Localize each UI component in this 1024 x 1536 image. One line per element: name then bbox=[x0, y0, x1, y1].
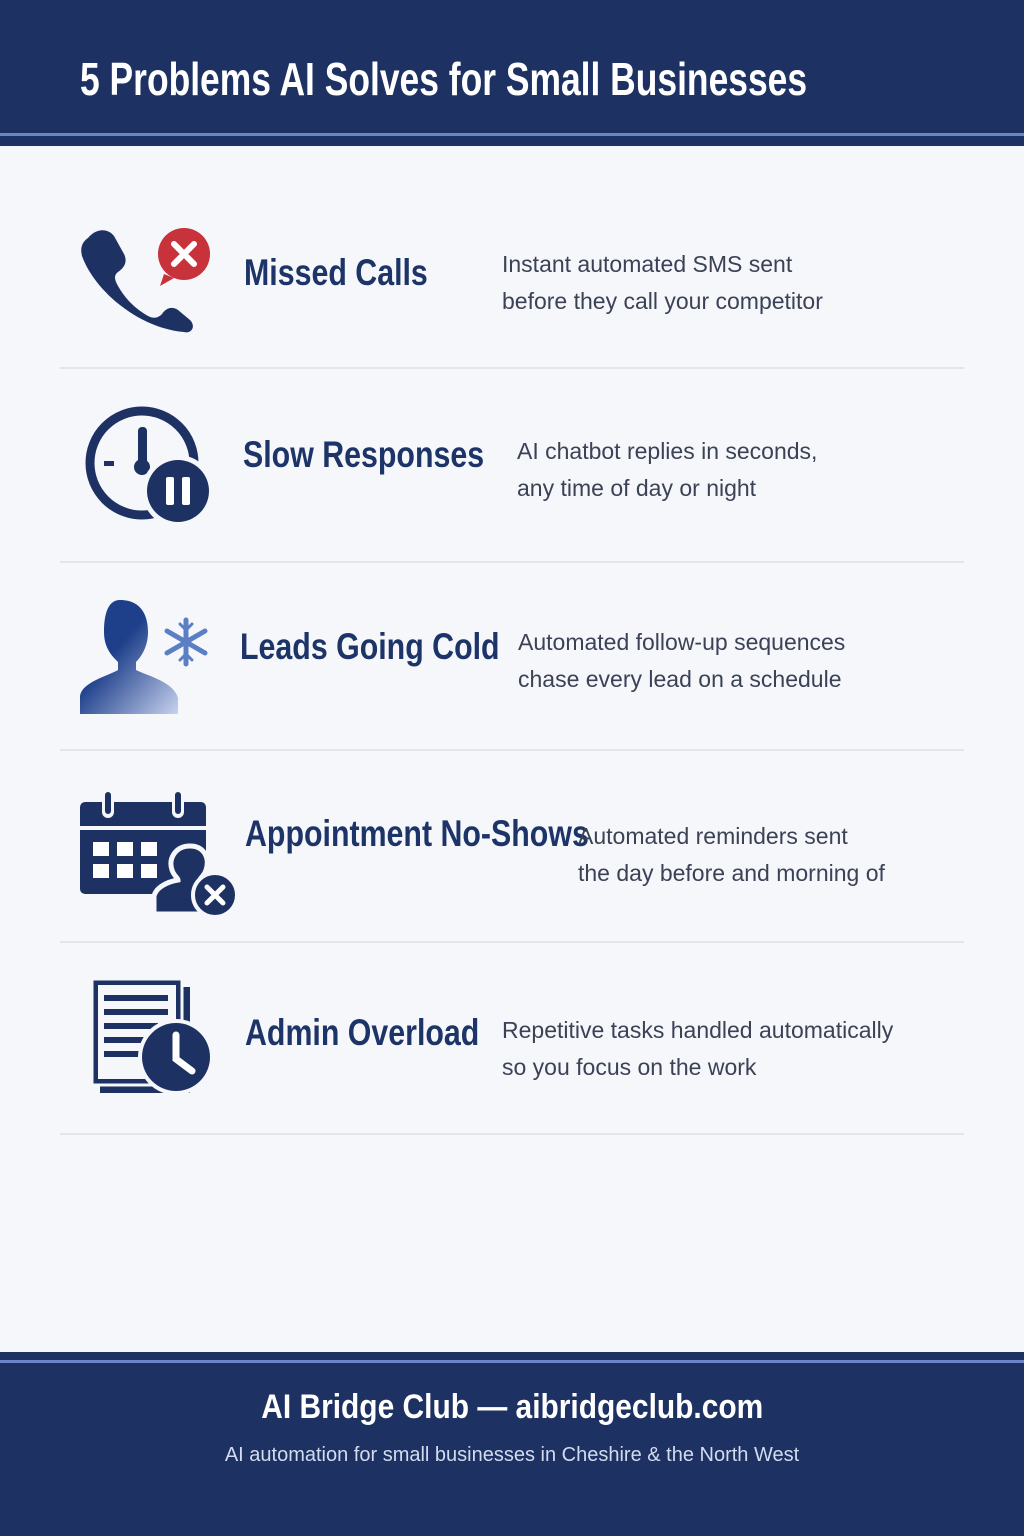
problem-title-slow-responses: Slow Responses bbox=[243, 434, 485, 475]
desc-line: any time of day or night bbox=[517, 475, 757, 501]
header-accent-line bbox=[0, 133, 1024, 136]
row-divider bbox=[60, 561, 964, 563]
problem-title-admin-overload: Admin Overload bbox=[245, 1012, 480, 1053]
row-divider bbox=[60, 367, 964, 369]
calendar-person-x-icon bbox=[80, 790, 239, 918]
footer-subtitle: AI automation for small businesses in Ch… bbox=[224, 1444, 800, 1466]
desc-line: before they call your competitor bbox=[502, 288, 823, 314]
desc-line: chase every lead on a schedule bbox=[518, 666, 842, 692]
desc-line: so you focus on the work bbox=[502, 1054, 757, 1080]
problem-desc-slow-responses: AI chatbot replies in seconds, any time … bbox=[517, 433, 817, 507]
footer-banner: AI Bridge Club — aibridgeclub.com AI aut… bbox=[0, 1352, 1024, 1536]
person-snowflake-icon bbox=[80, 600, 208, 714]
problem-title-appointment-no-shows: Appointment No-Shows bbox=[245, 813, 589, 854]
row-divider bbox=[60, 749, 964, 751]
page-title: 5 Problems AI Solves for Small Businesse… bbox=[80, 53, 808, 105]
problem-desc-leads-going-cold: Automated follow-up sequences chase ever… bbox=[518, 624, 845, 698]
problem-title-leads-going-cold: Leads Going Cold bbox=[240, 626, 500, 667]
desc-line: AI chatbot replies in seconds, bbox=[517, 438, 818, 464]
desc-line: the day before and morning of bbox=[578, 860, 885, 886]
problem-title-missed-calls: Missed Calls bbox=[244, 252, 428, 293]
row-divider bbox=[60, 1133, 964, 1135]
desc-line: Automated reminders sent bbox=[578, 823, 848, 849]
footer-title: AI Bridge Club — aibridgeclub.com bbox=[0, 1388, 1024, 1427]
header-banner: 5 Problems AI Solves for Small Businesse… bbox=[0, 0, 1024, 146]
document-clock-icon bbox=[90, 977, 214, 1095]
phone-missed-icon bbox=[81, 228, 210, 333]
desc-line: Automated follow-up sequences bbox=[518, 629, 846, 655]
footer-accent-line bbox=[0, 1360, 1024, 1363]
desc-line: Repetitive tasks handled automatically bbox=[502, 1017, 894, 1043]
desc-line: Instant automated SMS sent bbox=[502, 251, 793, 277]
problem-desc-admin-overload: Repetitive tasks handled automatically s… bbox=[502, 1012, 893, 1086]
problem-desc-missed-calls: Instant automated SMS sent before they c… bbox=[502, 246, 823, 320]
clock-pause-icon bbox=[85, 406, 214, 527]
footer-title-text: AI Bridge Club — aibridgeclub.com bbox=[260, 1388, 764, 1426]
problem-desc-appointment-no-shows: Automated reminders sent the day before … bbox=[578, 818, 885, 892]
row-divider bbox=[60, 941, 964, 943]
